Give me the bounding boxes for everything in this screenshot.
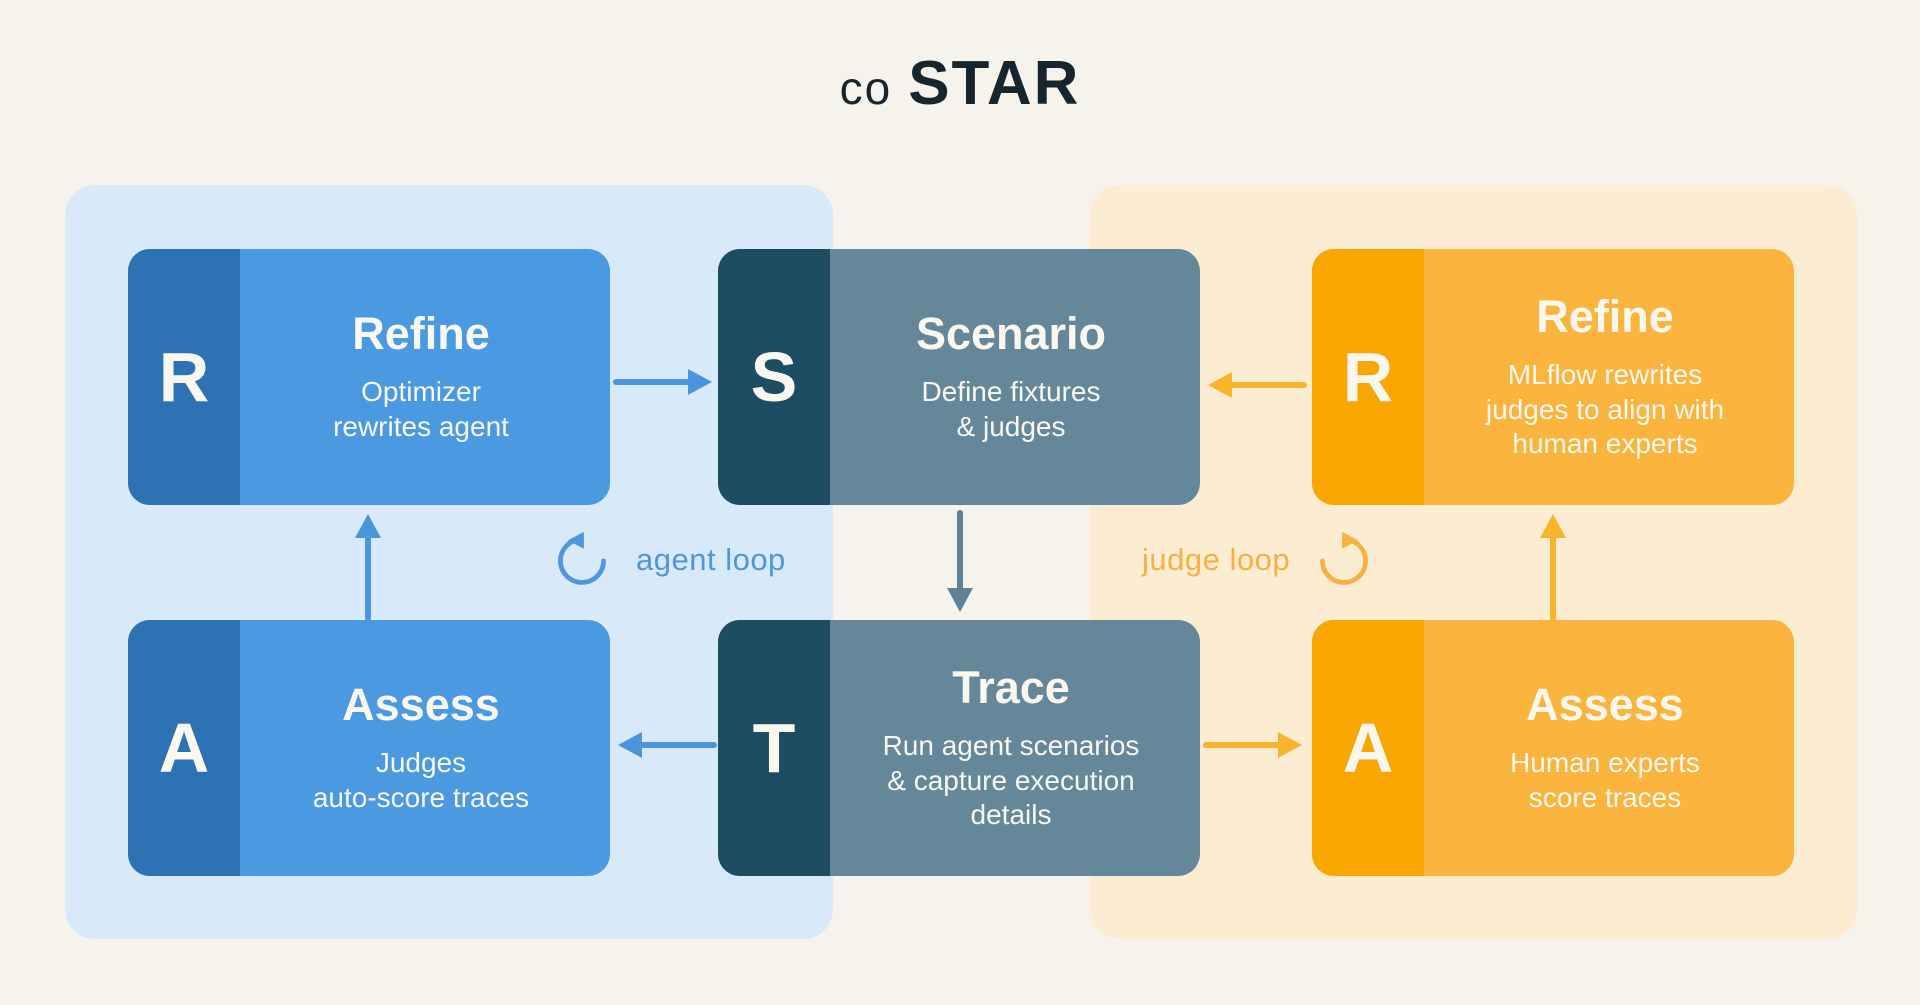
refine-agent-box: R Refine Optimizer rewrites agent — [128, 249, 610, 505]
refine-agent-content: Refine Optimizer rewrites agent — [240, 249, 602, 505]
box-subtitle: Judges auto-score traces — [312, 747, 530, 813]
rotate-ccw-icon — [558, 531, 606, 585]
box-subtitle: Optimizer rewrites agent — [333, 376, 509, 442]
scenario-letter-strip: S — [718, 249, 830, 505]
letter-badge: A — [1342, 709, 1394, 787]
judge-loop-label: judge loop — [1142, 542, 1291, 577]
assess-agent-letter-strip: A — [128, 620, 240, 876]
scenario-box: S Scenario Define fixtures & judges — [718, 249, 1200, 505]
box-title: Refine — [352, 308, 490, 360]
page-title: co STAR — [0, 48, 1920, 119]
trace-letter-strip: T — [718, 620, 830, 876]
assess-judge-box: A Assess Human experts score traces — [1312, 620, 1794, 876]
agent-loop-label: agent loop — [636, 542, 786, 577]
letter-badge: A — [158, 709, 210, 787]
refine-judge-box: R Refine MLflow rewrites judges to align… — [1312, 249, 1794, 505]
trace-box: T Trace Run agent scenarios & capture ex… — [718, 620, 1200, 876]
letter-badge: S — [750, 338, 798, 416]
agent-loop-badge: agent loop — [552, 530, 786, 590]
trace-content: Trace Run agent scenarios & capture exec… — [830, 620, 1192, 876]
assess-agent-content: Assess Judges auto-score traces — [240, 620, 602, 876]
box-subtitle: Human experts score traces — [1510, 747, 1700, 813]
arrow-scenario-to-trace — [947, 510, 973, 612]
box-title: Assess — [342, 679, 500, 731]
box-title: Assess — [1526, 679, 1684, 731]
box-subtitle: Define fixtures & judges — [921, 376, 1101, 442]
rotate-cw-icon — [1320, 531, 1368, 585]
letter-badge: R — [158, 338, 210, 416]
box-subtitle: MLflow rewrites judges to align with hum… — [1485, 359, 1725, 459]
refine-judge-content: Refine MLflow rewrites judges to align w… — [1424, 249, 1786, 505]
refine-judge-letter-strip: R — [1312, 249, 1424, 505]
letter-badge: R — [1342, 338, 1394, 416]
scenario-content: Scenario Define fixtures & judges — [830, 249, 1192, 505]
judge-loop-badge: judge loop — [1142, 530, 1374, 590]
title-prefix: co — [839, 62, 893, 114]
title-main: STAR — [908, 49, 1081, 118]
box-title: Refine — [1536, 291, 1674, 343]
refine-agent-letter-strip: R — [128, 249, 240, 505]
assess-judge-content: Assess Human experts score traces — [1424, 620, 1786, 876]
letter-badge: T — [752, 709, 796, 787]
box-title: Scenario — [915, 308, 1107, 360]
assess-judge-letter-strip: A — [1312, 620, 1424, 876]
box-title: Trace — [952, 662, 1070, 714]
box-subtitle: Run agent scenarios & capture execution … — [882, 730, 1140, 830]
assess-agent-box: A Assess Judges auto-score traces — [128, 620, 610, 876]
